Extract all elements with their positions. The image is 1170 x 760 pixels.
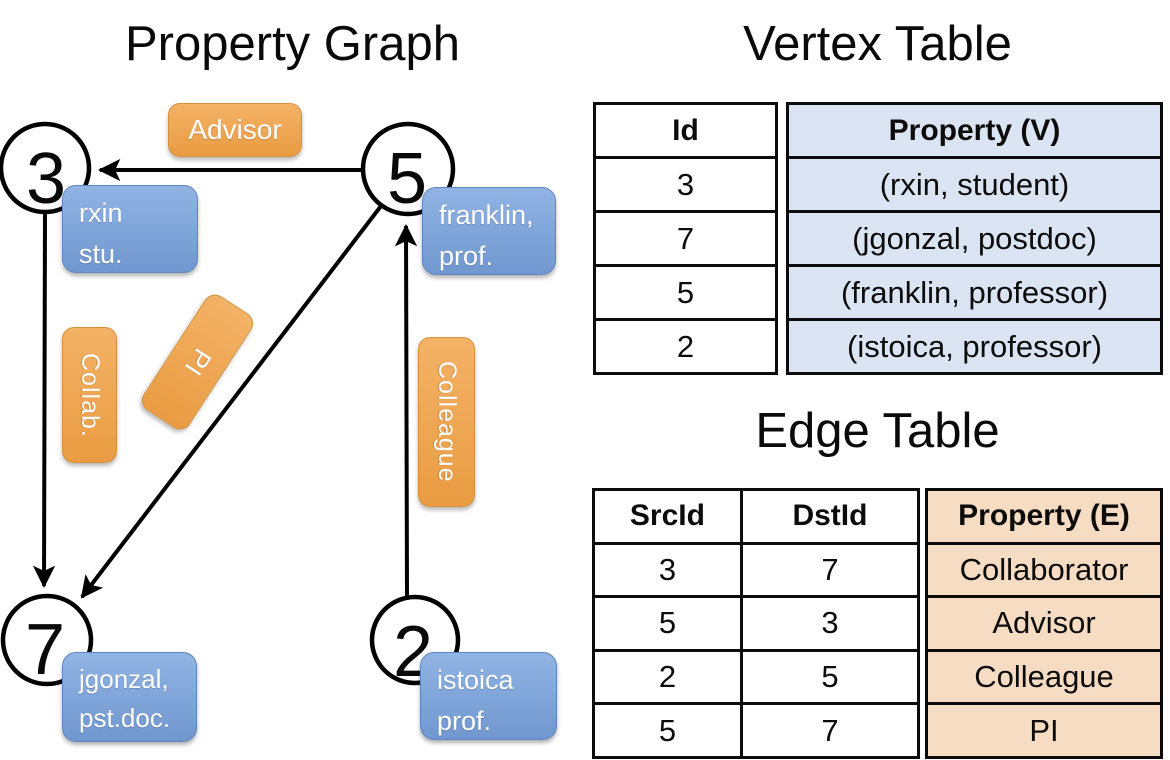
edge-table-header-row: SrcId DstId bbox=[595, 491, 917, 545]
edge-table-title: Edge Table bbox=[755, 404, 1000, 458]
node-5-property-line2: prof. bbox=[439, 240, 494, 271]
edge-dstid-cell: 3 bbox=[739, 598, 917, 649]
edge-property-header: Property (E) bbox=[928, 491, 1160, 545]
edge-dstid-cell: 5 bbox=[739, 651, 917, 703]
edge-dstid-cell: 7 bbox=[739, 544, 917, 596]
edge-property-cell: Colleague bbox=[928, 652, 1160, 706]
edge-table-row: 5 7 bbox=[595, 705, 917, 756]
edge-2-to-5 bbox=[394, 224, 418, 598]
edge-srcid-cell: 5 bbox=[658, 712, 677, 748]
vertex-table-property-column: Property (V) (rxin, student) (jgonzal, p… bbox=[786, 102, 1163, 375]
vertex-id-cell: 2 bbox=[676, 328, 695, 364]
edge-label-advisor-text: Advisor bbox=[188, 114, 282, 145]
vertex-table-title: Vertex Table bbox=[743, 17, 1012, 71]
edge-label-advisor: Advisor bbox=[168, 103, 302, 157]
node-2-property-line1: istoica bbox=[437, 665, 514, 695]
node-7-property-line1: jgonzal, bbox=[79, 664, 169, 694]
edge-property-cell: Advisor bbox=[928, 598, 1160, 652]
vertex-property-cell: (rxin, student) bbox=[789, 159, 1160, 213]
edge-label-colleague-text: Colleague bbox=[433, 361, 461, 483]
edge-label-colleague: Colleague bbox=[418, 337, 475, 507]
vertex-id-cell: 5 bbox=[596, 267, 775, 321]
vertex-table-id-column: Id 3 7 5 2 bbox=[593, 102, 778, 375]
node-2-property-box: istoica prof. bbox=[420, 652, 557, 740]
edge-table-id-columns: SrcId DstId 3 7 5 3 2 5 5 7 bbox=[592, 488, 920, 759]
edge-label-collab-text: Collab. bbox=[76, 352, 104, 438]
vertex-id-cell: 3 bbox=[596, 159, 775, 213]
node-7-property-box: jgonzal, pst.doc. bbox=[62, 652, 197, 742]
node-7-property-line2: pst.doc. bbox=[79, 703, 171, 733]
node-7-id: 7 bbox=[25, 610, 65, 690]
edge-property-cell: Collaborator bbox=[928, 545, 1160, 599]
property-graph-title: Property Graph bbox=[125, 17, 460, 71]
edge-3-to-7 bbox=[32, 212, 56, 588]
edge-5-to-7 bbox=[80, 204, 383, 599]
vertex-id-cell: 7 bbox=[596, 213, 775, 267]
vertex-property-cell: (franklin, professor) bbox=[789, 267, 1160, 321]
edge-srcid-cell: 3 bbox=[658, 551, 677, 587]
edge-dstid-cell: 7 bbox=[739, 705, 917, 756]
edge-srcid-cell: 2 bbox=[658, 659, 677, 695]
edge-table-row: 5 3 bbox=[595, 598, 917, 652]
edge-table-row: 2 5 bbox=[595, 651, 917, 706]
edge-table-property-column: Property (E) Collaborator Advisor Collea… bbox=[925, 488, 1163, 759]
edge-srcid-cell: 5 bbox=[658, 605, 677, 641]
vertex-property-header: Property (V) bbox=[789, 105, 1160, 159]
node-3-property-box: rxin stu. bbox=[62, 185, 198, 273]
edge-table-row: 3 7 bbox=[595, 544, 917, 599]
node-3-property-line2: stu. bbox=[79, 238, 123, 269]
edge-srcid-header: SrcId bbox=[629, 499, 705, 533]
edge-property-cell: PI bbox=[1029, 712, 1059, 748]
edge-label-pi-text: PI bbox=[178, 342, 218, 382]
node-5-property-box: franklin, prof. bbox=[422, 187, 556, 275]
vertex-property-cell: (jgonzal, postdoc) bbox=[789, 213, 1160, 267]
node-2-property-line2: prof. bbox=[437, 705, 492, 736]
node-3-id: 3 bbox=[26, 139, 66, 219]
vertex-property-cell: (istoica, professor) bbox=[847, 328, 1102, 364]
node-3-property-line1: rxin bbox=[79, 198, 123, 228]
edge-label-collab: Collab. bbox=[62, 327, 117, 463]
node-5-property-line1: franklin, bbox=[439, 200, 534, 230]
edge-dstid-header: DstId bbox=[739, 491, 917, 542]
vertex-id-header: Id bbox=[596, 105, 775, 159]
node-5-id: 5 bbox=[387, 139, 427, 219]
